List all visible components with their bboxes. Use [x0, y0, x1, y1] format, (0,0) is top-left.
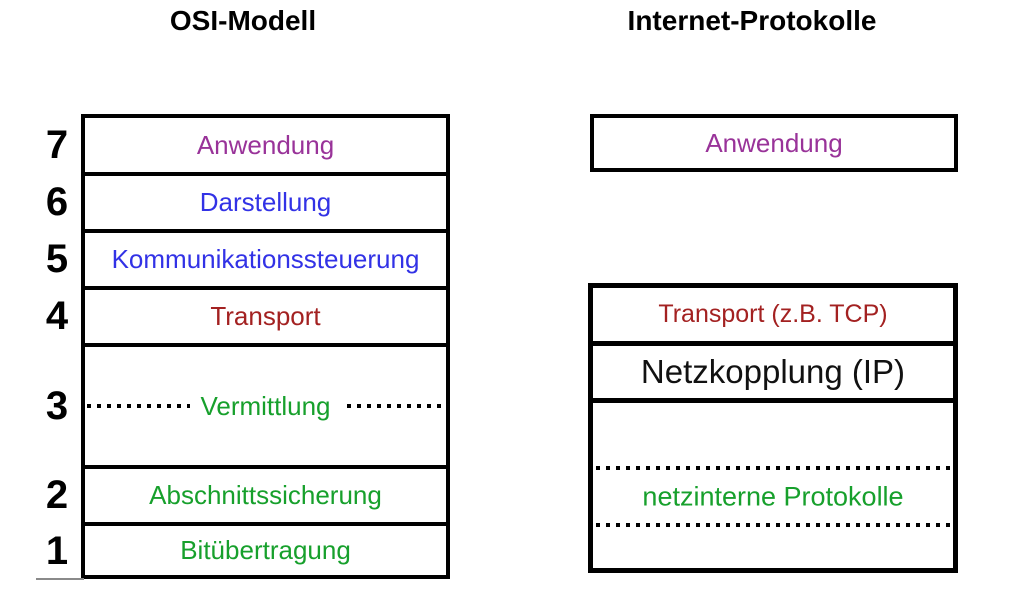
internet-stack-box: Transport (z.B. TCP) Netzkopplung (IP) n… [588, 283, 958, 573]
osi-layer-label: Bitübertragung [180, 535, 351, 565]
osi-layer-number-1: 1 [45, 529, 69, 573]
osi-layer-row-transport: Transport [85, 286, 446, 343]
internet-anwendung-label: Anwendung [705, 127, 843, 158]
osi-layer-label: Anwendung [196, 129, 335, 160]
osi-layer-row-abschnittssicherung: Abschnittssicherung [85, 465, 446, 522]
osi-layer-row-darstellung: Darstellung [85, 172, 446, 229]
osi-layer-label: Vermittlung [190, 390, 341, 422]
osi-layer-number-2: 2 [45, 473, 69, 517]
osi-layer-number-4: 4 [45, 294, 69, 338]
osi-layer-row-anwendung: Anwendung [85, 118, 446, 172]
internet-netzkopplung-row: Netzkopplung (IP) [593, 346, 953, 403]
internet-protocols-title: Internet-Protokolle [627, 5, 877, 36]
osi-layer-number-3: 3 [45, 384, 69, 428]
baseline-stray-line [36, 578, 84, 580]
internet-netzinterne-section: netzinterne Protokolle [593, 403, 953, 568]
osi-layer-row-kommunikationssteuerung: Kommunikationssteuerung [85, 229, 446, 286]
dotted-line [596, 466, 950, 470]
internet-anwendung-box: Anwendung [590, 114, 958, 172]
osi-layer-label: Darstellung [199, 187, 332, 217]
dotted-line [596, 523, 950, 527]
osi-layer-row-vermittlung: Vermittlung [85, 343, 446, 465]
osi-stack-box: Anwendung Darstellung Kommunikationssteu… [81, 114, 450, 579]
osi-model-title: OSI-Modell [169, 5, 317, 36]
osi-layer-label: Transport [210, 301, 321, 331]
internet-transport-label: Transport (z.B. TCP) [658, 300, 888, 328]
osi-layer-number-7: 7 [45, 123, 69, 167]
osi-layer-label: Abschnittssicherung [149, 480, 382, 510]
internet-transport-row: Transport (z.B. TCP) [593, 288, 953, 346]
osi-layer-row-bituebertragung: Bitübertragung [85, 522, 446, 575]
internet-netzkopplung-label: Netzkopplung (IP) [640, 353, 906, 390]
internet-netzinterne-label: netzinterne Protokolle [642, 481, 904, 512]
osi-layer-number-6: 6 [45, 180, 69, 224]
osi-layer-number-5: 5 [45, 237, 69, 281]
osi-layer-label: Kommunikationssteuerung [111, 244, 420, 274]
